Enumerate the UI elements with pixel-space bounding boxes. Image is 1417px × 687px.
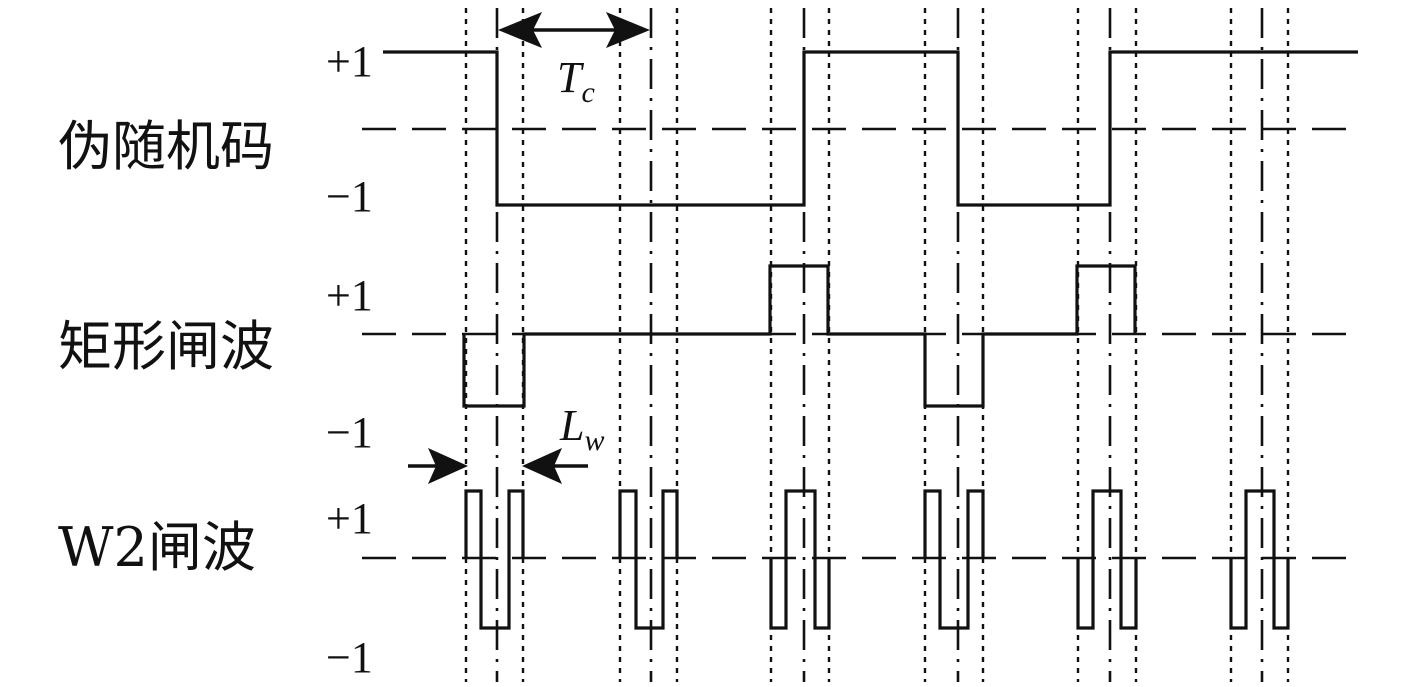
chip-period-arrow-right-head — [606, 12, 650, 48]
waveform-rectangular-gate — [462, 264, 1137, 408]
waveform-w2-gate — [464, 489, 1290, 630]
level-labels: +1 −1 +1 −1 +1 −1 — [326, 37, 373, 682]
level-minus-w2-gate: −1 — [326, 633, 373, 682]
gate-width-arrow-right-head — [522, 448, 562, 484]
w2-pulse-3 — [769, 489, 831, 630]
w2-pulse-2 — [618, 489, 679, 630]
row-label-w2-gate: W2闸波 — [58, 516, 256, 579]
row-labels: 伪随机码 矩形闸波 W2闸波 — [58, 115, 274, 579]
gate-width-label: Lw — [559, 401, 605, 457]
chip-period-label: Tc — [557, 53, 595, 109]
chip-period-arrow-left-head — [498, 12, 542, 48]
level-plus-w2-gate: +1 — [326, 494, 373, 543]
level-plus-pseudo-random: +1 — [326, 37, 373, 86]
waveforms — [383, 50, 1358, 630]
chip-period-annotation: Tc — [498, 12, 650, 109]
level-plus-rectangular-gate: +1 — [326, 271, 373, 320]
gate-width-symbol: L — [559, 401, 584, 450]
w2-pulse-4 — [923, 489, 985, 630]
gate-width-subscript: w — [584, 424, 604, 457]
chip-period-subscript: c — [581, 76, 594, 109]
w2-pulse-5 — [1076, 489, 1138, 630]
gate-width-annotation: Lw — [408, 401, 605, 484]
w2-pulse-1 — [464, 489, 525, 630]
waveform-pseudo-random-code — [383, 50, 1358, 207]
w2-pulse-6 — [1229, 489, 1290, 630]
chip-period-symbol: T — [557, 53, 585, 102]
level-minus-rectangular-gate: −1 — [326, 408, 373, 457]
row-label-pseudo-random-code: 伪随机码 — [58, 115, 274, 178]
row-label-rectangular-gate: 矩形闸波 — [58, 315, 274, 378]
level-minus-pseudo-random: −1 — [326, 172, 373, 221]
zero-axes — [362, 127, 1360, 560]
gate-width-arrow-left-head — [428, 448, 468, 484]
vertical-guides — [464, 8, 1290, 682]
